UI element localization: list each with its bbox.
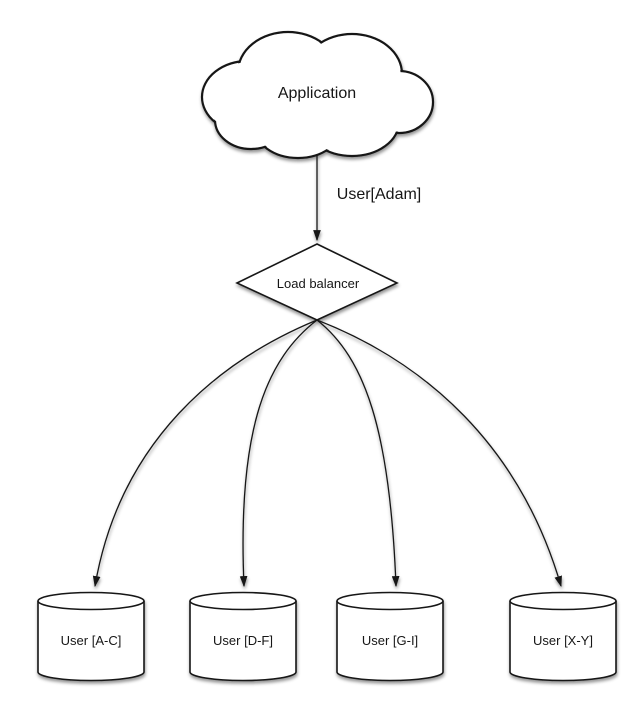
edge-loadbalancer-to-shard-1 <box>92 319 318 588</box>
db-cylinder-3 <box>336 591 444 682</box>
edge-loadbalancer-to-shard-4 <box>316 319 562 588</box>
shard-label-x-y: User [X-Y] <box>533 632 593 648</box>
db-cylinder-2 <box>189 591 297 682</box>
db-cylinder-1 <box>37 591 145 682</box>
edge-loadbalancer-to-shard-2 <box>239 319 318 588</box>
edge-loadbalancer-to-shard-3 <box>316 319 400 588</box>
shard-label-d-f: User [D-F] <box>213 632 273 648</box>
db-cylinder-4 <box>509 591 617 682</box>
application-node-label: Application <box>277 85 357 103</box>
edge-label-user-adam: User[Adam] <box>336 186 422 204</box>
application-cloud-shape <box>200 30 435 160</box>
load-balancer-node-label: Load balancer <box>276 275 360 291</box>
load-balancer-diamond-shape <box>235 243 399 321</box>
shard-label-a-c: User [A-C] <box>60 632 122 648</box>
shard-label-g-i: User [G-I] <box>361 632 419 648</box>
